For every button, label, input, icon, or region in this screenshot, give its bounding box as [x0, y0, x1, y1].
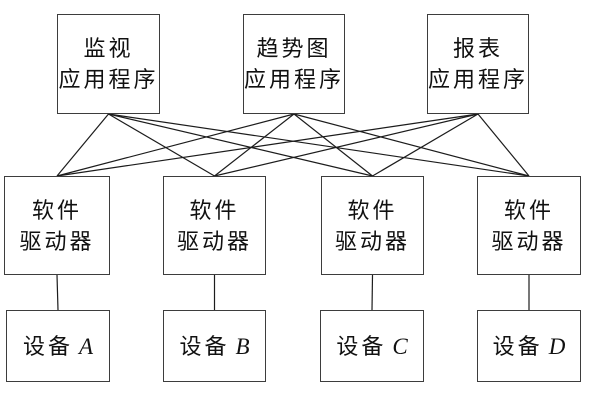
- driver-box-1: 软件 驱动器: [4, 176, 110, 275]
- device-label-text: 设备: [336, 333, 387, 359]
- app-label-line2: 应用程序: [58, 67, 159, 92]
- driver-label-line1: 软件: [189, 197, 240, 223]
- device-label-letter: C: [392, 333, 408, 359]
- app-label-line2: 应用程序: [244, 67, 345, 92]
- app-box-report: 报表 应用程序: [427, 14, 529, 114]
- driver-label-line2: 驱动器: [334, 228, 410, 254]
- app-label-line1: 监视: [83, 36, 134, 61]
- app-box-monitoring: 监视 应用程序: [57, 14, 160, 114]
- device-label-letter: D: [548, 333, 566, 359]
- app-box-trend-chart: 趋势图 应用程序: [243, 14, 345, 114]
- driver-label-line2: 驱动器: [176, 228, 252, 254]
- driver-label-line1: 软件: [347, 197, 398, 223]
- driver-label-line2: 驱动器: [19, 228, 95, 254]
- device-label-text: 设备: [22, 333, 73, 359]
- app-label-line2: 应用程序: [428, 67, 529, 92]
- device-label-letter: A: [78, 333, 94, 359]
- device-label-letter: B: [235, 333, 250, 359]
- app-label-line1: 报表: [452, 36, 503, 61]
- driver-box-2: 软件 驱动器: [163, 176, 266, 275]
- driver-label-line1: 软件: [31, 197, 82, 223]
- device-label-text: 设备: [492, 333, 543, 359]
- driver-label-line2: 驱动器: [491, 228, 567, 254]
- device-label-text: 设备: [179, 333, 230, 359]
- driver-label-line1: 软件: [503, 197, 554, 223]
- app-label-line1: 趋势图: [256, 36, 332, 61]
- driver-box-4: 软件 驱动器: [477, 176, 581, 275]
- driver-box-3: 软件 驱动器: [321, 176, 424, 275]
